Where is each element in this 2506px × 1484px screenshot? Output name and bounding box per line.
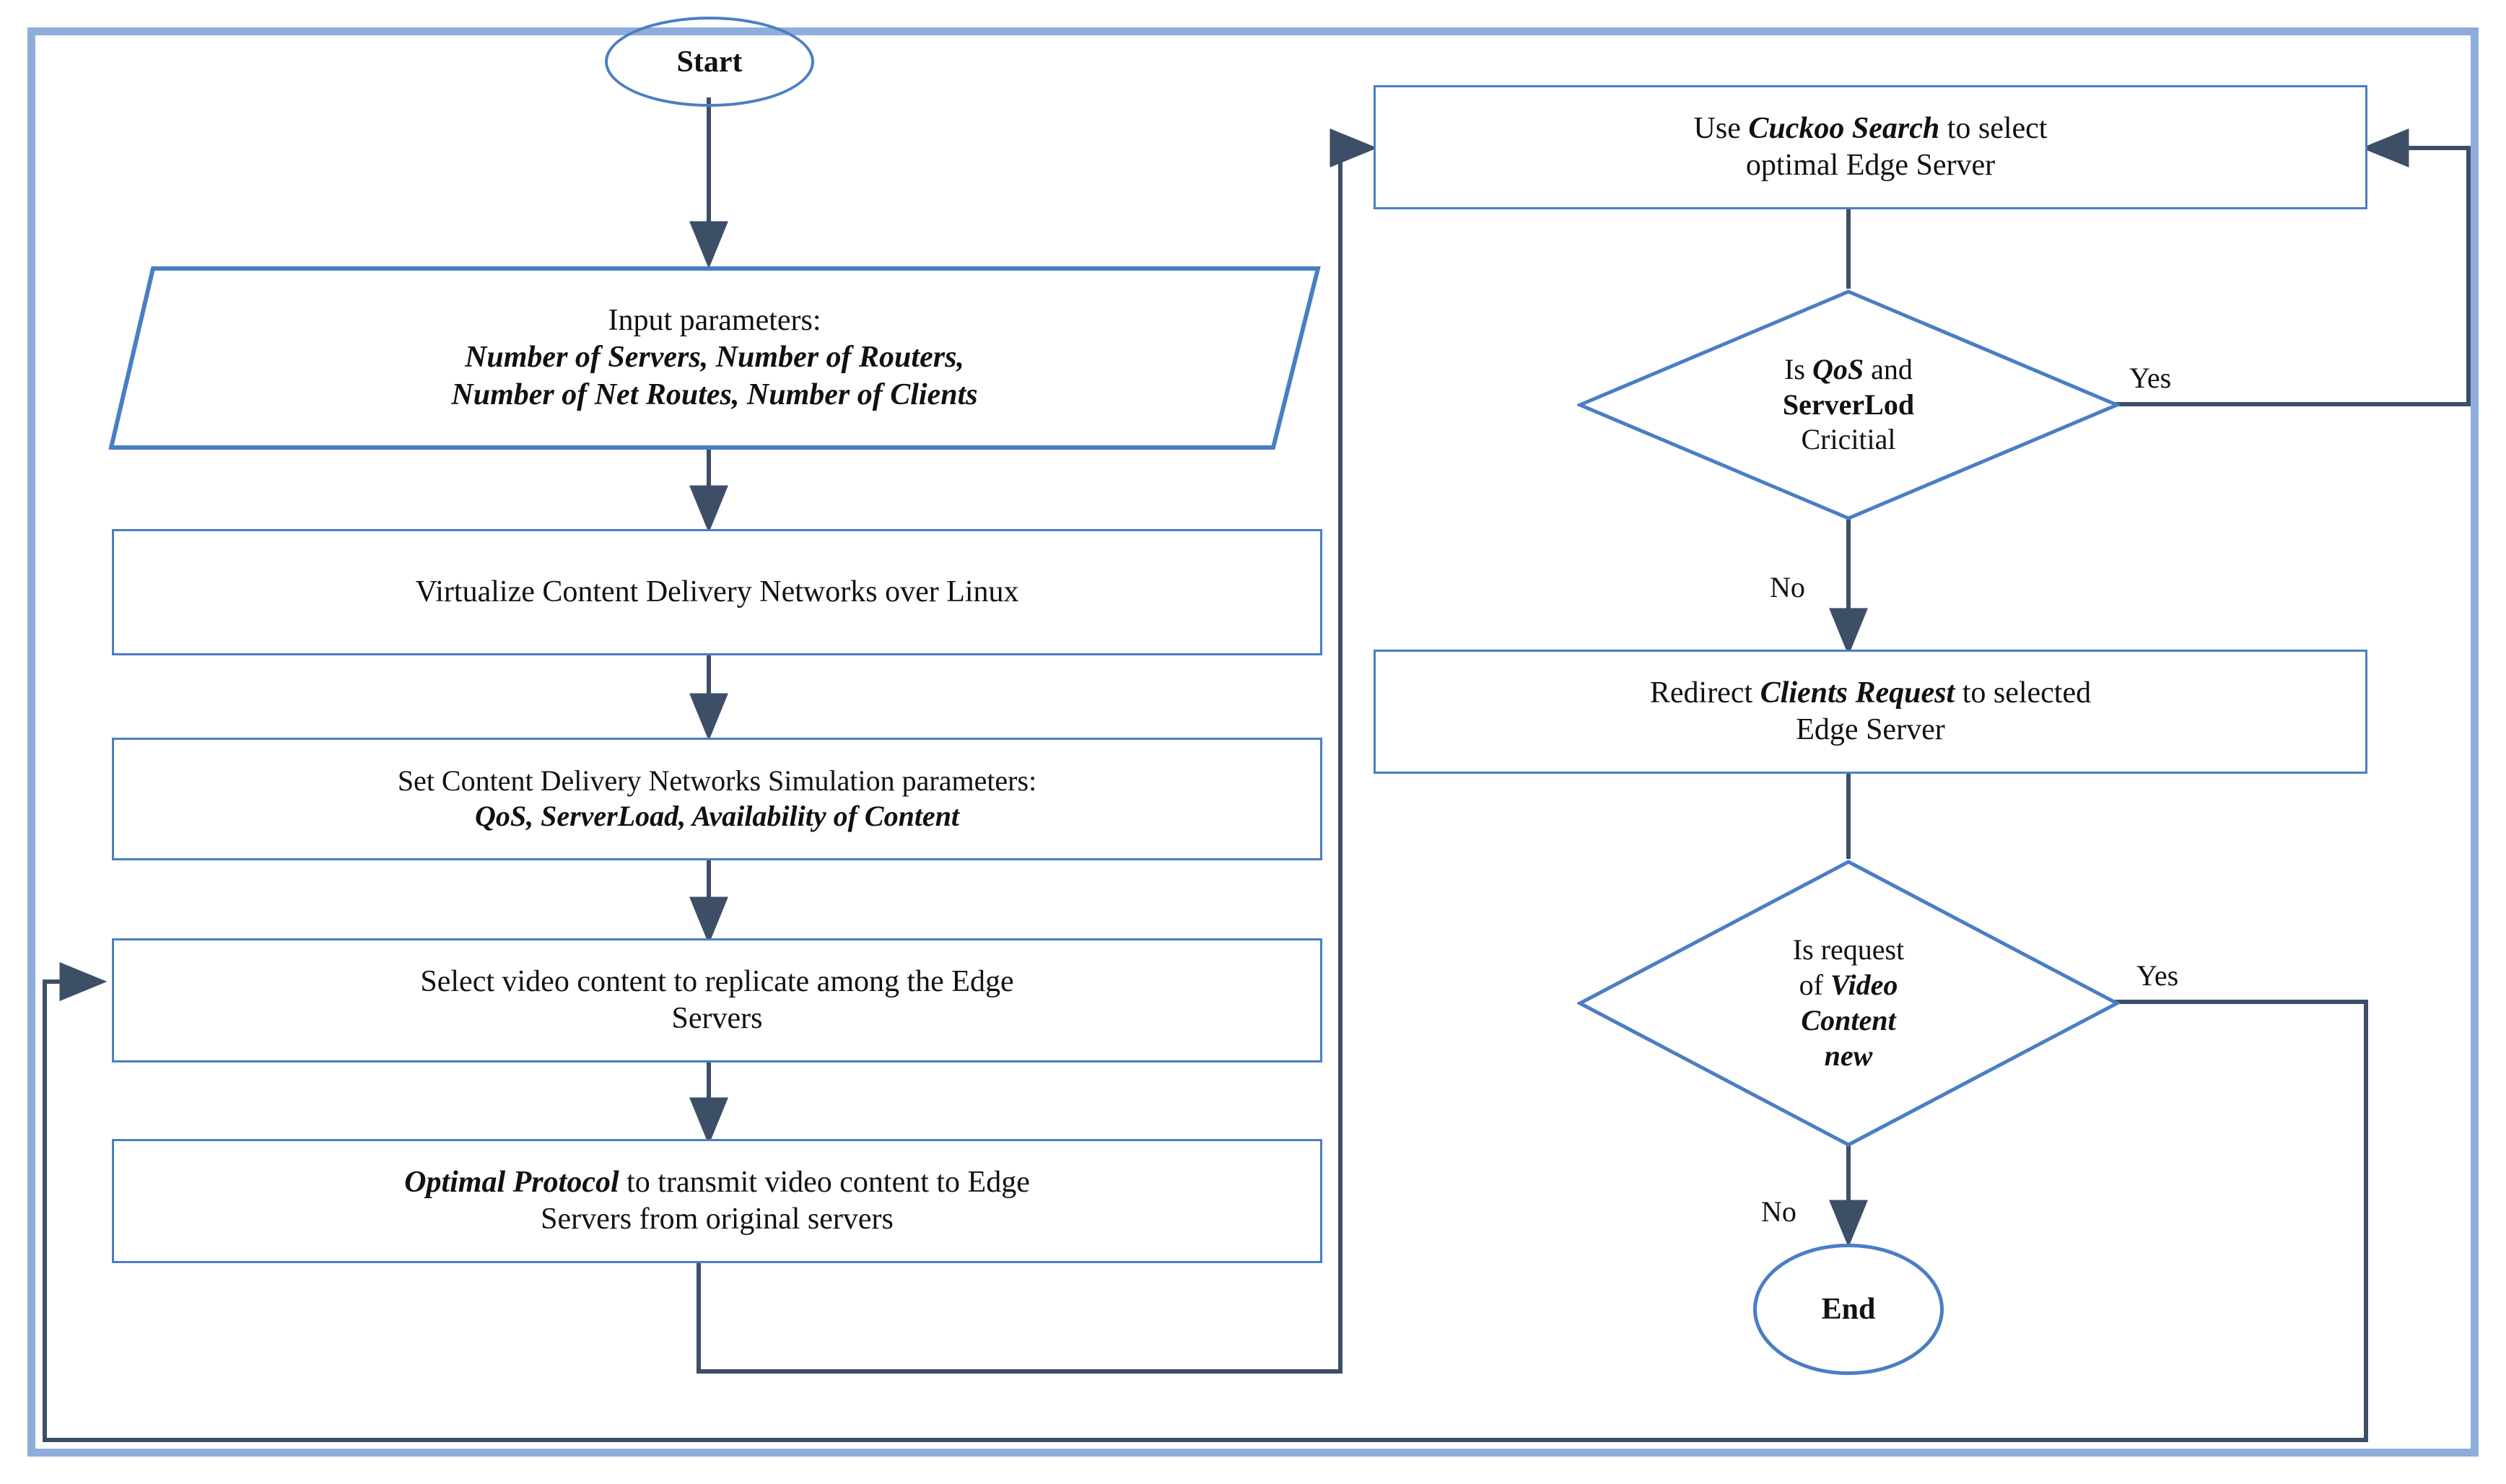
- virtualize-line-1: Virtualize Content Delivery Networks ove…: [415, 575, 1019, 608]
- edge-video-yes-to-selectvideo: [43, 962, 2368, 1442]
- video-bold-3: new: [1824, 1039, 1873, 1072]
- node-qos-decision: Is QoS and ServerLod Cricitial: [1577, 289, 2120, 521]
- optimal-line-2: Servers from original servers: [541, 1203, 894, 1236]
- qos-line-3: Cricitial: [1801, 423, 1896, 456]
- node-end-label: End: [1821, 1293, 1876, 1326]
- node-cuckoo-search: Use Cuckoo Search to select optimal Edge…: [1374, 85, 2367, 209]
- redirect-pre: Redirect: [1649, 676, 1760, 710]
- diamond-shape-qos: [1577, 289, 2120, 520]
- setparams-line-1: Set Content Delivery Networks Simulation…: [397, 764, 1037, 798]
- edge-qos-yes-to-cuckoo: [2115, 128, 2471, 406]
- redirect-post: to selected: [1955, 676, 2092, 710]
- redirect-bold: Clients Request: [1760, 676, 1955, 710]
- cuckoo-bold: Cuckoo Search: [1748, 111, 1940, 145]
- node-set-parameters: Set Content Delivery Networks Simulation…: [112, 738, 1322, 860]
- edge-optimal-to-cuckoo: [697, 128, 1378, 1374]
- edge-label-qos-no: No: [1770, 571, 1805, 603]
- qos-post: and: [1864, 352, 1913, 385]
- redirect-line-2: Edge Server: [1796, 713, 1945, 746]
- input-line-3: Number of Net Routes, Number of Clients: [451, 377, 978, 411]
- input-line-1: Input parameters:: [608, 304, 821, 338]
- setparams-line-2: QoS, ServerLoad, Availability of Content: [474, 800, 960, 832]
- video-pre: of: [1799, 969, 1830, 1002]
- input-line-2: Number of Servers, Number of Routers,: [465, 341, 964, 375]
- qos-line-2: ServerLod: [1782, 388, 1915, 421]
- node-video-content-decision: Is request of Video Content new: [1577, 859, 2120, 1148]
- node-start: Start: [605, 17, 814, 107]
- parallelogram-shape: [108, 266, 1321, 450]
- node-select-video-content: Select video content to replicate among …: [112, 938, 1322, 1062]
- selectvideo-line-1: Select video content to replicate among …: [420, 964, 1014, 998]
- node-virtualize: Virtualize Content Delivery Networks ove…: [112, 529, 1322, 655]
- cuckoo-line-2: optimal Edge Server: [1745, 149, 1996, 182]
- optimal-rest: to transmit video content to Edge: [619, 1165, 1030, 1199]
- video-bold-1: Video: [1830, 969, 1898, 1002]
- selectvideo-line-2: Servers: [671, 1002, 763, 1035]
- optimal-bold: Optimal Protocol: [404, 1165, 619, 1199]
- node-optimal-protocol: Optimal Protocol to transmit video conte…: [112, 1139, 1322, 1263]
- qos-pre: Is: [1784, 352, 1812, 385]
- node-start-label: Start: [676, 45, 743, 79]
- edge-label-qos-yes: Yes: [2129, 362, 2172, 394]
- edge-label-video-yes: Yes: [2136, 959, 2179, 992]
- edge-label-video-no: No: [1761, 1195, 1796, 1228]
- qos-bold: QoS: [1812, 352, 1864, 385]
- diamond-shape-video: [1577, 860, 2120, 1147]
- node-redirect-clients-request: Redirect Clients Request to selected Edg…: [1374, 650, 2367, 774]
- node-input-parameters: Input parameters: Number of Servers, Num…: [108, 266, 1321, 450]
- cuckoo-post: to select: [1939, 111, 2048, 145]
- video-line-1: Is request: [1792, 933, 1905, 966]
- video-bold-2: Content: [1801, 1004, 1896, 1036]
- node-end: End: [1753, 1244, 1944, 1375]
- cuckoo-pre: Use: [1693, 111, 1749, 145]
